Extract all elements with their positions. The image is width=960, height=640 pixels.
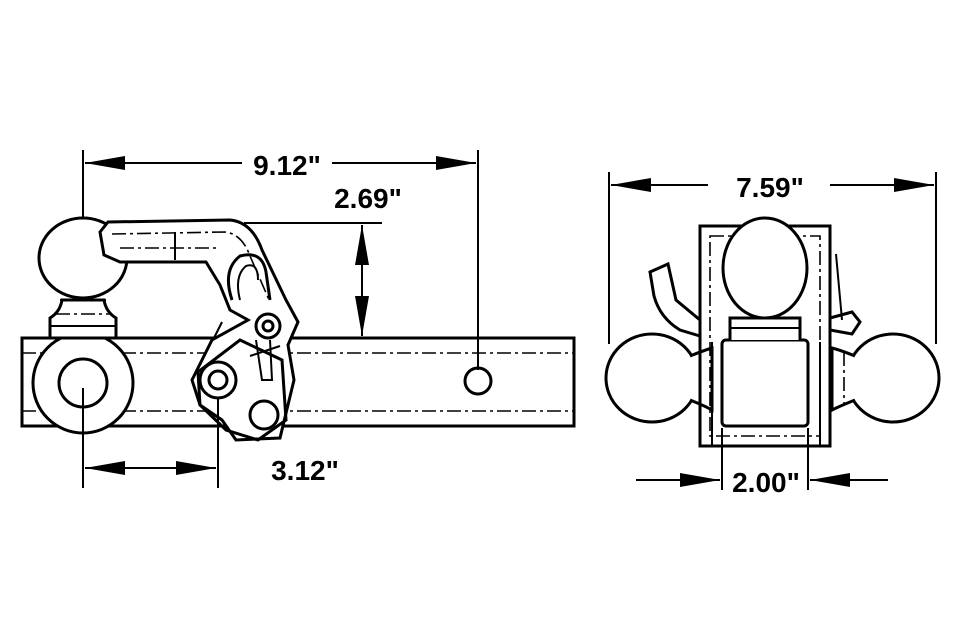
dimension-receiver-size: 2.00"	[636, 428, 888, 498]
dimension-overall-length: 9.12"	[82, 150, 479, 370]
latch-pin	[254, 312, 282, 340]
front-view: 7.59" 2.00"	[604, 172, 941, 498]
top-ball	[721, 216, 809, 320]
mount-head	[98, 218, 300, 442]
pin-to-ball-label: 3.12"	[271, 455, 339, 486]
spring-clip	[226, 253, 272, 301]
left-ball	[604, 332, 714, 424]
receiver-square	[720, 338, 810, 428]
side-clip	[648, 261, 702, 339]
right-ball	[830, 332, 941, 424]
receiver-shank	[20, 336, 576, 428]
side-view: 9.12" 2.69" 3.12"	[20, 150, 576, 488]
pin-hole	[463, 366, 493, 396]
front-body	[648, 216, 862, 448]
dimension-overall-width: 7.59"	[608, 172, 937, 344]
dimension-pin-to-ball: 3.12"	[82, 388, 339, 488]
dimension-drop-height: 2.69"	[244, 183, 402, 336]
overall-length-label: 9.12"	[253, 150, 321, 181]
overall-width-label: 7.59"	[736, 172, 804, 203]
drop-height-label: 2.69"	[334, 183, 402, 214]
side-pin	[828, 310, 862, 336]
receiver-size-label: 2.00"	[732, 467, 800, 498]
pivot-pin	[198, 360, 238, 400]
lock-hole	[248, 399, 280, 431]
